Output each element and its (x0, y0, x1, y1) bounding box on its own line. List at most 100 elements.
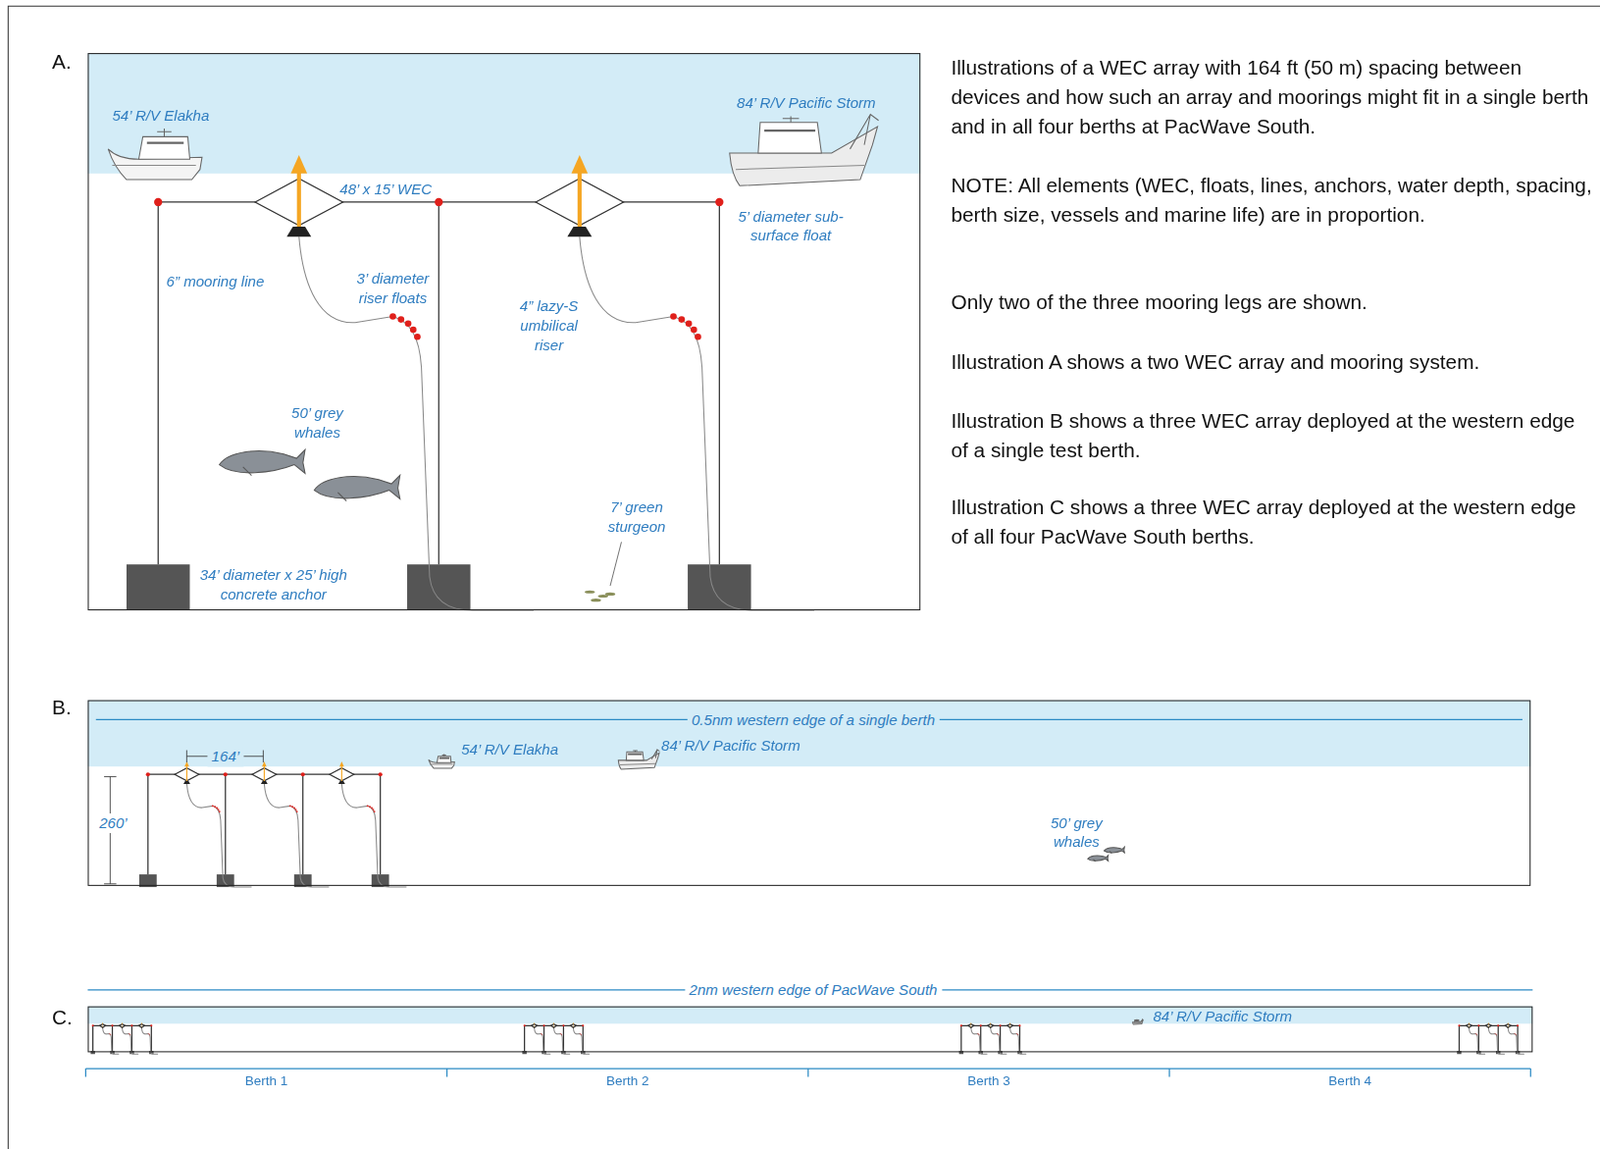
berth-label: Berth 3 (967, 1072, 1011, 1090)
sub-surface-float (960, 1024, 963, 1027)
wec-device (987, 1024, 994, 1028)
wec-array (959, 1022, 1028, 1054)
mooring-line (147, 774, 149, 875)
research-vessel-elakha (428, 754, 455, 769)
riser-float (1495, 1032, 1497, 1035)
riser-float (561, 1033, 564, 1036)
ship-mast (1135, 1019, 1137, 1021)
riser-float (295, 808, 298, 811)
riser-float (978, 1032, 981, 1035)
wec-mast (970, 1023, 972, 1028)
vessel-label: 84’ R/V Pacific Storm (736, 94, 877, 114)
research-vessel-elakha (107, 128, 203, 180)
grey-whale (219, 449, 306, 475)
ship-windows (627, 753, 642, 756)
riser-float (1475, 1032, 1478, 1035)
riser-float (690, 326, 698, 334)
riser-label: 4” lazy-S umbilical riser (510, 297, 588, 356)
research-vessel-pacific-storm (1133, 1019, 1144, 1025)
wec-array (521, 1022, 590, 1054)
riser-float (996, 1032, 999, 1035)
riser-float (997, 1032, 1000, 1035)
whale-label: 50’ grey whales (276, 404, 359, 443)
wec-top (141, 1022, 143, 1024)
sub-surface-float (1477, 1024, 1480, 1027)
riser-float (368, 805, 371, 808)
riser-float (213, 805, 216, 808)
wec-base (572, 1027, 575, 1030)
note-text: Illustration C shows a three WEC array d… (950, 492, 1594, 552)
riser-float (1514, 1032, 1517, 1035)
wec-base (183, 780, 191, 784)
sub-surface-float (301, 772, 306, 776)
riser-float (580, 1033, 583, 1036)
sub-surface-float (1457, 1024, 1460, 1027)
umbilical-riser (341, 783, 407, 887)
riser-float (996, 1032, 999, 1035)
mooring-label: 6” mooring line (166, 272, 265, 293)
riser-float (1514, 1032, 1517, 1035)
berth-label: Berth 2 (606, 1072, 650, 1090)
sub-surface-float (223, 772, 228, 776)
umbilical-riser (141, 1028, 158, 1054)
wec-mast (102, 1023, 104, 1028)
mooring-line (92, 1025, 94, 1051)
riser-float (1496, 1033, 1498, 1036)
riser-float (410, 326, 417, 334)
wec-mast (553, 1023, 555, 1028)
ship-stripe (735, 165, 865, 170)
riser-float (539, 1032, 542, 1035)
wec-mast (263, 765, 265, 782)
ship-cabin (1135, 1020, 1139, 1023)
umbilical-riser (971, 1028, 988, 1054)
wec-device (1465, 1024, 1472, 1028)
wec-device (138, 1024, 145, 1028)
whale-fin (1109, 851, 1112, 854)
page-frame (7, 5, 1600, 1149)
concrete-anchor (687, 564, 751, 611)
riser-float (1513, 1032, 1516, 1035)
ship-windows (147, 142, 184, 145)
panel-letter: A. (51, 50, 72, 74)
wec-top (261, 761, 267, 767)
wec-base (567, 226, 592, 237)
umbilical-riser (1010, 1028, 1028, 1054)
wec-base (121, 1027, 124, 1030)
riser-float (540, 1032, 543, 1035)
ship-windows (1135, 1019, 1139, 1022)
wec-base (338, 780, 346, 784)
umbilical-riser (103, 1028, 120, 1054)
whale-body (1103, 846, 1125, 853)
riser-float (1494, 1032, 1497, 1035)
dimension-label: 260’ (95, 813, 132, 833)
anchor-label: 34’ diameter x 25’ high concrete anchor (189, 565, 358, 604)
sub-surface-float (1516, 1024, 1519, 1027)
riser-float (405, 319, 413, 327)
note-text: Illustration A shows a two WEC array and… (950, 347, 1594, 377)
note-text: Illustration B shows a three WEC array d… (950, 406, 1594, 465)
mooring-line (719, 202, 721, 565)
riser-float (370, 806, 373, 809)
riser-float (559, 1032, 562, 1035)
sub-surface-float (130, 1024, 133, 1027)
riser-float (366, 804, 369, 807)
riser-float (978, 1033, 981, 1036)
note-text: NOTE: All elements (WEC, floats, lines, … (950, 170, 1594, 230)
whale-body (313, 474, 400, 499)
ship-crane (651, 749, 660, 760)
wec-device (968, 1024, 975, 1028)
research-vessel-pacific-storm (729, 114, 879, 187)
riser-float (1017, 1033, 1020, 1036)
sub-surface-float (154, 198, 162, 207)
riser-float (413, 333, 421, 341)
wec-array (139, 761, 407, 887)
sub-surface-float (1496, 1024, 1499, 1027)
wec-mast (121, 1023, 123, 1028)
ship-stripe (1133, 1022, 1142, 1024)
umbilical-riser (263, 783, 329, 887)
umbilical-riser (1507, 1028, 1525, 1054)
wec-base (286, 226, 311, 237)
wec-mast (1468, 1023, 1470, 1028)
vessel-label: 84’ R/V Pacific Storm (661, 735, 801, 756)
ship-cabin (758, 122, 822, 154)
